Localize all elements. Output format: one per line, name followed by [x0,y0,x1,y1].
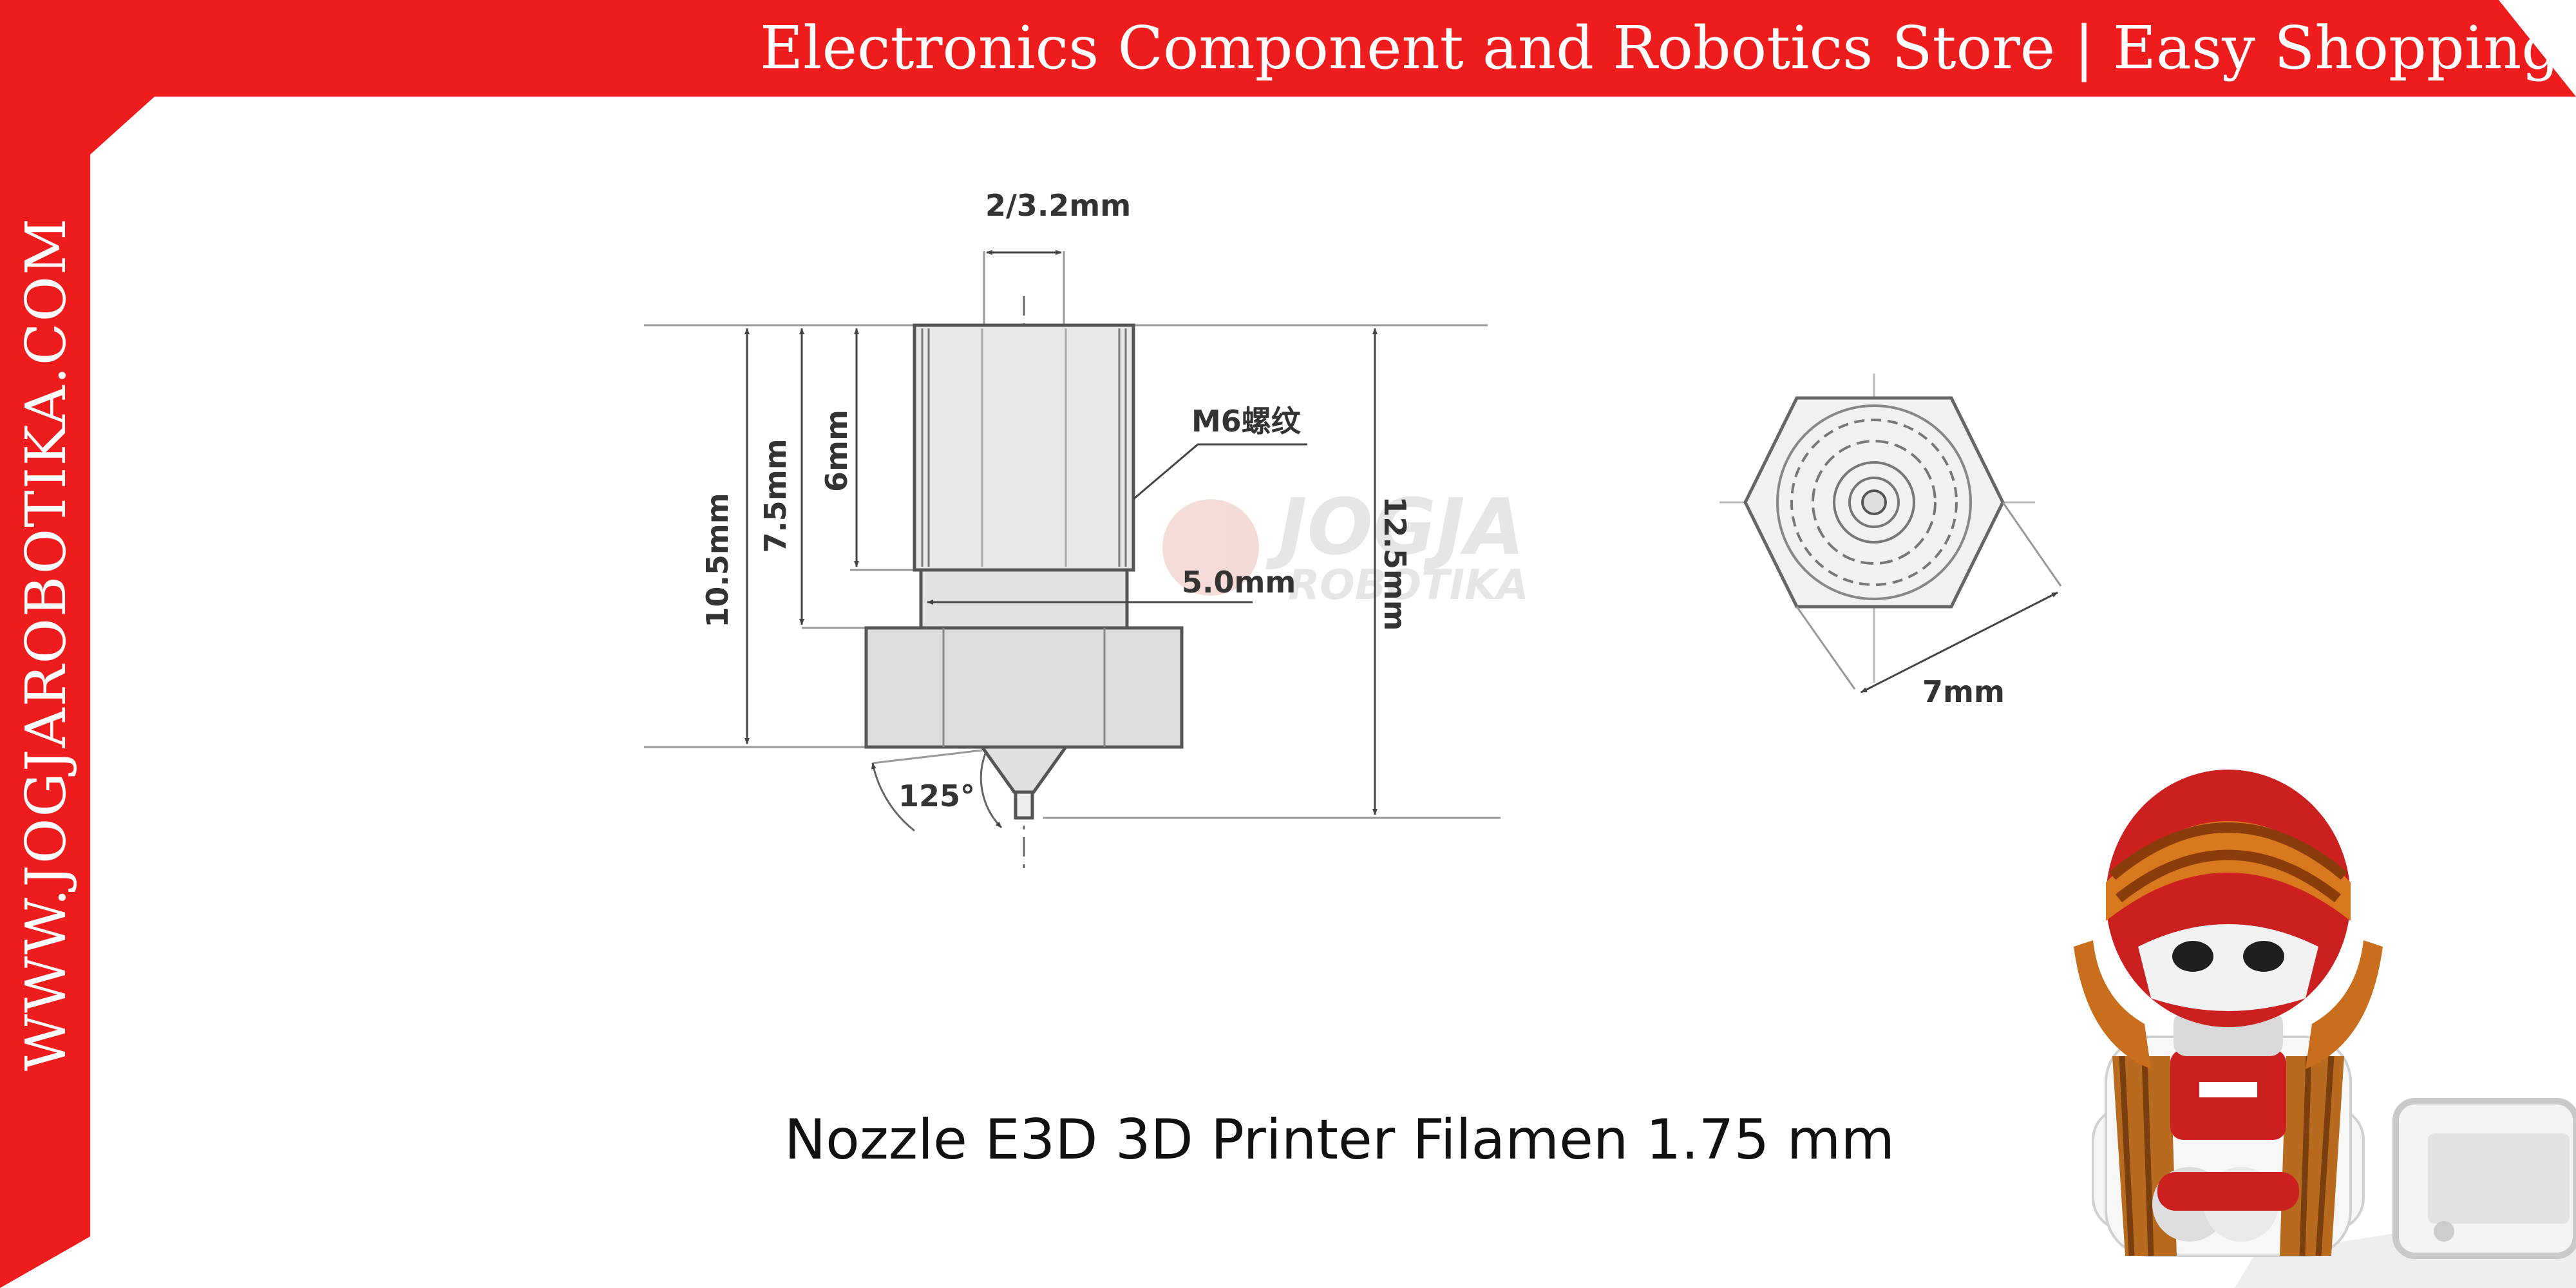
dimension-lines [744,250,1378,815]
dim-label-12-5mm: 12.5mm [1378,496,1412,630]
store-title: Electronics Component and Robotics Store… [760,14,2560,82]
hex-end-view [1719,374,2062,694]
neck [919,568,1129,630]
dim-label-hex: 7mm [1922,674,2005,709]
watermark-line1: JOGJA [1265,483,1525,573]
threaded-shank [913,323,1135,572]
watermark-line2: ROBOTIKA [1288,562,1528,609]
thread-leader-line [1133,443,1307,500]
angle-arc [980,753,1003,829]
dim-label-filament: 2/3.2mm [985,188,1131,223]
nozzle-cone [979,745,1069,794]
dim-line-hex [1861,591,2058,694]
dim-label-angle: 125° [898,779,975,813]
hex-collar [864,626,1184,749]
robot-mascot-icon [2074,770,2576,1288]
nozzle-tip [1014,790,1034,820]
product-title: Nozzle E3D 3D Printer Filamen 1.75 mm [784,1108,1895,1172]
nozzle-body [864,323,1184,820]
dim-label-6mm: 6mm [819,410,854,492]
watermark: JOGJA ROBOTIKA [1162,483,1528,609]
dim-label-7-5mm: 7.5mm [758,439,793,553]
dim-label-thread: M6螺纹 [1191,404,1302,439]
dim-label-5mm: 5.0mm [1182,565,1296,600]
watermark-logo-icon [1162,499,1259,596]
dim-label-10-5mm: 10.5mm [700,493,735,627]
